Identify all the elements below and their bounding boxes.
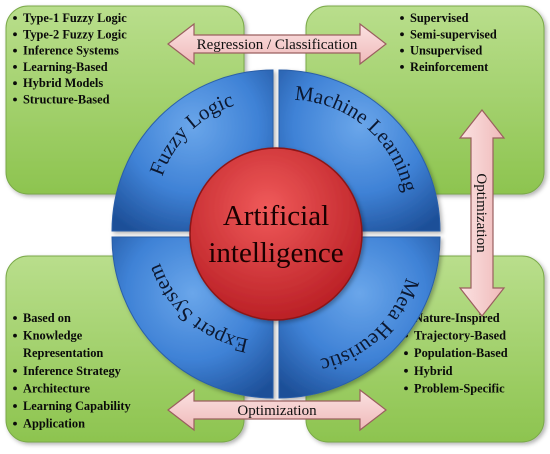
bullet-icon xyxy=(13,32,17,37)
arrow-right-label: Optimization xyxy=(473,173,489,253)
list-item: Type-2 Fuzzy Logic xyxy=(23,27,127,41)
list-item: Reinforcement xyxy=(410,60,489,74)
bullet-icon xyxy=(404,351,408,356)
bullet-icon xyxy=(13,333,17,338)
arrow-right: Optimization xyxy=(458,109,506,317)
list-item: Supervised xyxy=(410,11,469,25)
bullet-icon xyxy=(13,386,17,391)
bullet-icon xyxy=(13,316,17,320)
center-label-line2: intelligence xyxy=(208,237,343,269)
bullet-icon xyxy=(400,48,404,53)
bullet-icon xyxy=(404,386,408,391)
box-top-right-list: SupervisedSemi-supervisedUnsupervisedRei… xyxy=(400,11,497,74)
arrow-bottom: Optimization xyxy=(167,388,387,432)
bullet-icon xyxy=(13,368,17,373)
list-item: Knowledge xyxy=(23,329,83,343)
arrow-top-label: Regression / Classification xyxy=(197,37,358,53)
list-item: Architecture xyxy=(23,381,90,395)
list-item: Type-1 Fuzzy Logic xyxy=(23,11,127,25)
center-circle: Artificial intelligence xyxy=(189,147,363,321)
bullet-icon xyxy=(13,404,17,408)
bullet-icon xyxy=(13,48,17,53)
bullet-icon xyxy=(400,65,404,69)
list-item: Inference Systems xyxy=(23,44,119,58)
center-label-line1: Artificial xyxy=(223,200,329,232)
list-item: Hybrid xyxy=(414,364,453,378)
bullet-icon xyxy=(400,16,404,20)
list-item: Trajectory-Based xyxy=(414,329,506,343)
box-bottom-left-list: Based on KnowledgeRepresentationInference… xyxy=(13,311,132,431)
list-item: Problem-Specific xyxy=(414,381,505,395)
bullet-icon xyxy=(13,97,17,102)
list-item: Application xyxy=(23,417,85,431)
list-item: Based on xyxy=(23,311,71,325)
bullet-icon xyxy=(404,368,408,373)
list-item: Semi-supervised xyxy=(410,27,497,41)
list-item: Representation xyxy=(23,346,103,360)
list-item: Hybrid Models xyxy=(23,76,103,90)
bullet-icon xyxy=(13,81,17,86)
arrow-top: Regression / Classification xyxy=(167,22,387,66)
bullet-icon xyxy=(13,65,17,69)
list-item: Learning-Based xyxy=(23,60,108,74)
bullet-icon xyxy=(13,16,17,20)
list-item: Nature-Inspired xyxy=(414,311,500,325)
list-item: Unsupervised xyxy=(410,44,482,58)
bullet-icon xyxy=(13,421,17,426)
quadrant-ring xyxy=(111,69,441,399)
arrow-bottom-label: Optimization xyxy=(237,403,317,419)
list-item: Population-Based xyxy=(414,346,508,360)
list-item: Structure-Based xyxy=(23,93,110,107)
box-bottom-right-list: Nature-InspiredTrajectory-BasedPopulatio… xyxy=(404,311,508,395)
list-item: Learning Capability xyxy=(23,399,132,413)
bullet-icon xyxy=(400,32,404,37)
list-item: Inference Strategy xyxy=(23,364,122,378)
